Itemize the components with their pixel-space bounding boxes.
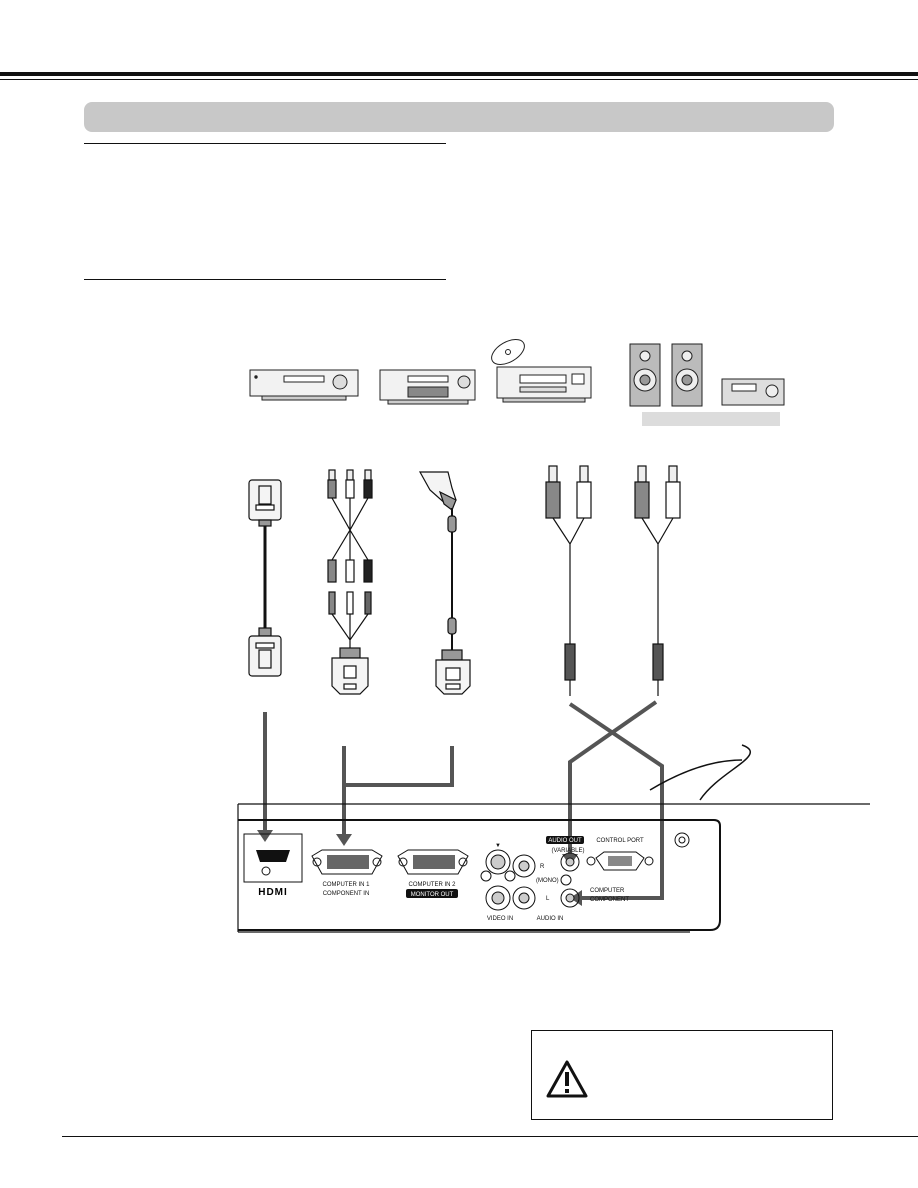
control-port: CONTROL PORT [586, 838, 654, 871]
audio-l-label: L [546, 896, 550, 902]
warning-icon [546, 1060, 588, 1098]
av-input-ports [480, 849, 580, 911]
section-title-band [84, 102, 834, 132]
audio-cable-2 [634, 465, 681, 696]
computer-component-audio-label-2: COMPONENT [590, 897, 629, 903]
computer-in-2-port: COMPUTER IN 2 MONITOR OUT [397, 849, 469, 898]
control-port-label: CONTROL PORT [596, 838, 644, 844]
audio-mono-label: (MONO) [536, 878, 559, 884]
hdmi-logo: HDMI [258, 887, 288, 898]
video-in-label: VIDEO IN [487, 916, 513, 922]
component-in-label: COMPONENT IN [323, 891, 370, 897]
audio-out-variable-label: (VARIABLE) [552, 848, 585, 854]
audio-out-label: AUDIO OUT [548, 838, 582, 844]
monitor-out-label: MONITOR OUT [411, 892, 454, 898]
projector-rear-panel [237, 744, 870, 933]
hdmi-port: HDMI [243, 833, 303, 898]
computer-component-audio-label-1: COMPUTER [590, 888, 625, 894]
audio-out-badge [546, 836, 584, 844]
subsection-rule-top [84, 143, 446, 144]
computer-in-1-label: COMPUTER IN 1 [322, 882, 370, 888]
connection-arrows [263, 700, 664, 900]
component-cable [327, 469, 373, 695]
hdmi-cable [248, 479, 282, 677]
audio-r-label: R [540, 864, 545, 870]
caution-box [531, 1030, 833, 1120]
computer-in-2-label: COMPUTER IN 2 [408, 882, 456, 888]
footer-rule [62, 1136, 918, 1137]
vcr-device-icon [249, 369, 359, 401]
header-rule-thin [0, 79, 918, 80]
video-disc-player-icon [379, 369, 476, 405]
audio-in-label: AUDIO IN [537, 916, 564, 922]
computer-in-1-port: COMPUTER IN 1 COMPONENT IN [311, 849, 383, 897]
s-video-mark: ▼ [495, 843, 501, 849]
audio-equipment-label-band [642, 412, 780, 426]
dvd-player-icon [491, 339, 592, 403]
scart-cable [418, 471, 471, 695]
header-rule-thick [0, 72, 918, 76]
subsection-rule-bottom [84, 279, 446, 280]
audio-equipment-icon [629, 343, 785, 407]
audio-cable-1 [545, 465, 592, 696]
